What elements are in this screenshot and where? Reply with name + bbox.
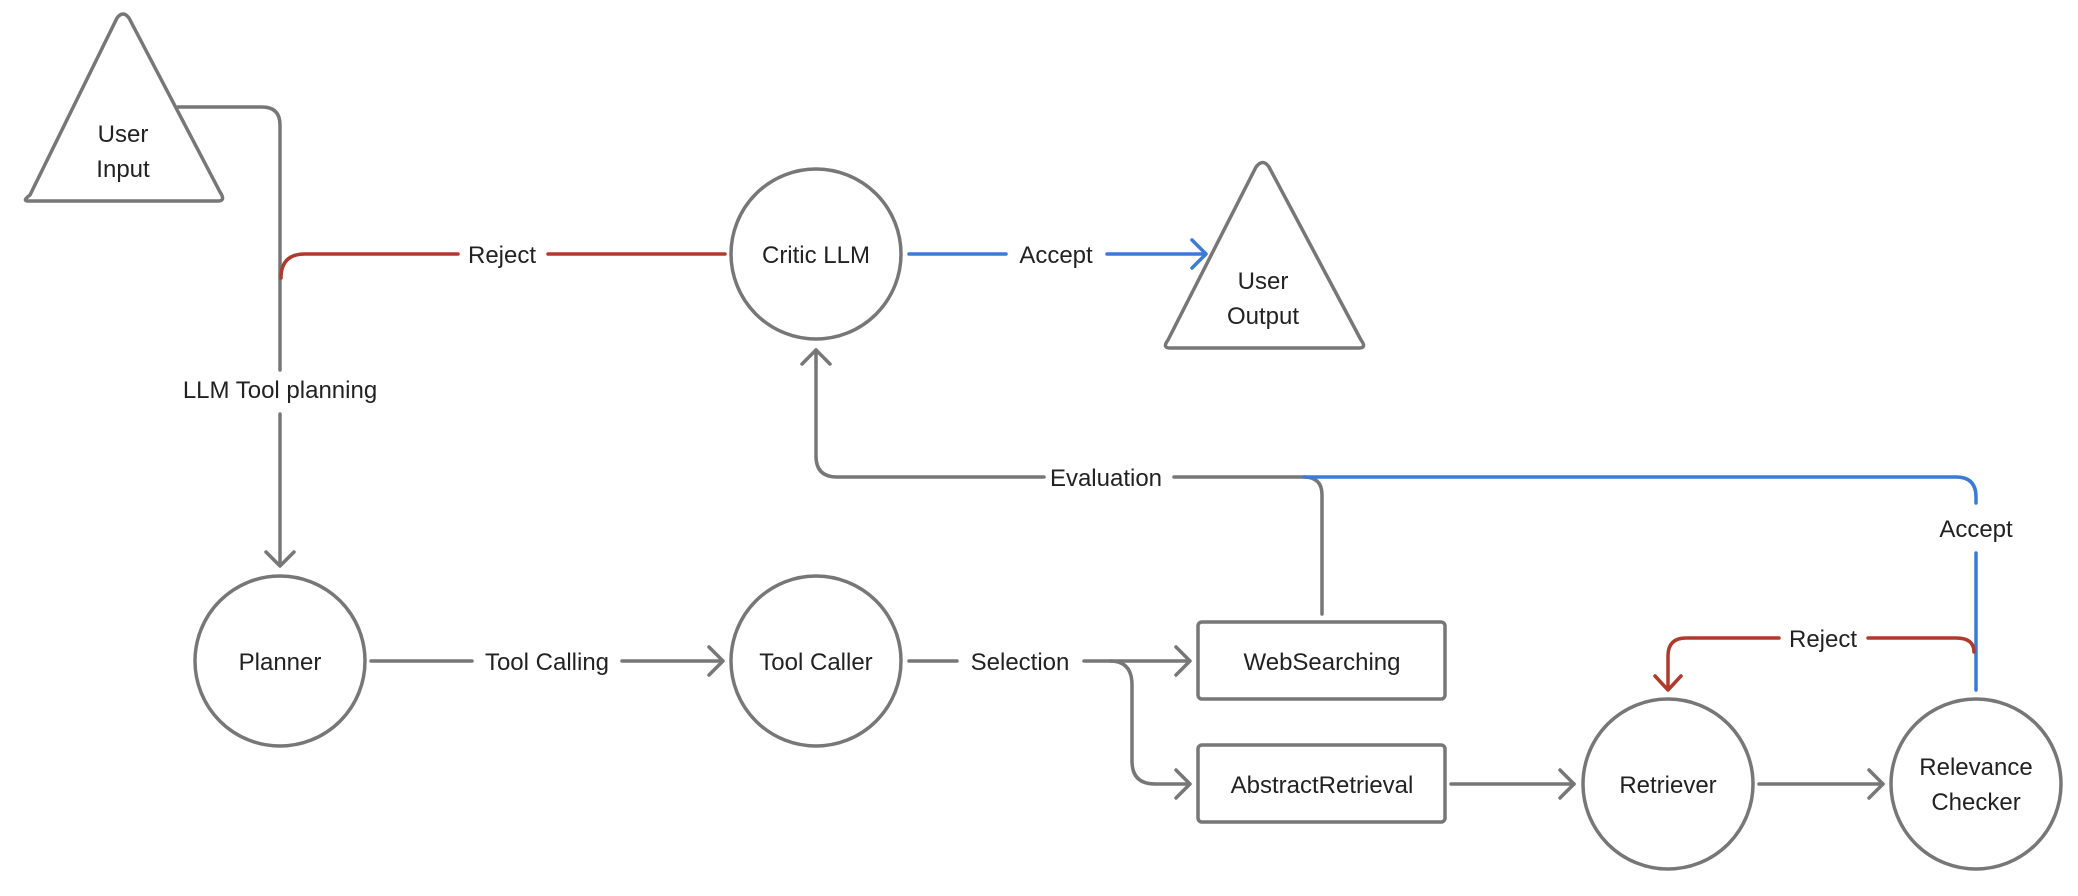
edge-label-accept-right: Accept: [1939, 516, 2013, 543]
node-user-output: User Output: [1163, 160, 1366, 350]
relevance-checker-label-line1: Relevance: [1919, 754, 2032, 781]
arrowhead-user-output: [1190, 238, 1208, 270]
edge-label-accept-top: Accept: [1019, 242, 1093, 269]
edge-evaluation-right: [1172, 475, 1324, 616]
node-abstract-retrieval: AbstractRetrieval: [1196, 743, 1447, 824]
edge-label-reject-right: Reject: [1789, 626, 1857, 653]
user-input-label-line2: Input: [96, 156, 150, 183]
arrowhead-planner: [264, 550, 296, 568]
user-input-label-line1: User: [98, 121, 149, 148]
node-tool-caller: Tool Caller: [729, 574, 903, 748]
edge-label-evaluation: Evaluation: [1050, 465, 1162, 492]
arrowhead-relevance: [1867, 768, 1885, 800]
node-web-searching: WebSearching: [1196, 620, 1447, 701]
arrowhead-web: [1174, 645, 1192, 677]
edge-selection-to-abstract: [1108, 659, 1191, 786]
relevance-checker-label-line2: Checker: [1931, 789, 2020, 816]
node-critic-llm: Critic LLM: [729, 167, 903, 341]
edge-reject-right-left: [1666, 636, 1781, 691]
edge-label-llm-tool-planning: LLM Tool planning: [183, 377, 377, 404]
retriever-label: Retriever: [1619, 772, 1716, 799]
arrowhead-tool-caller: [707, 645, 725, 677]
planner-label: Planner: [239, 649, 322, 676]
user-output-label-line1: User: [1238, 268, 1289, 295]
arrowhead-critic: [800, 348, 832, 366]
edge-userinput-to-planner: [176, 105, 282, 372]
edge-label-selection: Selection: [971, 649, 1070, 676]
node-user-input: User Input: [23, 12, 225, 203]
arrowhead-retriever: [1558, 768, 1576, 800]
edge-accept-right-top: [1302, 475, 1978, 505]
edge-reject-right-right: [1866, 636, 1976, 654]
node-retriever: Retriever: [1581, 697, 1755, 871]
critic-llm-label: Critic LLM: [762, 242, 870, 269]
node-planner: Planner: [193, 574, 367, 748]
arrowhead-retriever-reject: [1653, 674, 1683, 692]
user-output-label-line2: Output: [1227, 303, 1299, 330]
arrowhead-abstract: [1174, 768, 1192, 800]
edge-reject-critic-right: [279, 252, 460, 280]
tool-caller-label: Tool Caller: [759, 649, 872, 676]
edge-evaluation-left: [814, 348, 1046, 479]
web-searching-label: WebSearching: [1244, 649, 1401, 676]
edge-label-tool-calling: Tool Calling: [485, 649, 609, 676]
edge-label-reject-top: Reject: [468, 242, 536, 269]
node-relevance-checker: Relevance Checker: [1889, 697, 2063, 871]
abstract-retrieval-label: AbstractRetrieval: [1231, 772, 1414, 799]
